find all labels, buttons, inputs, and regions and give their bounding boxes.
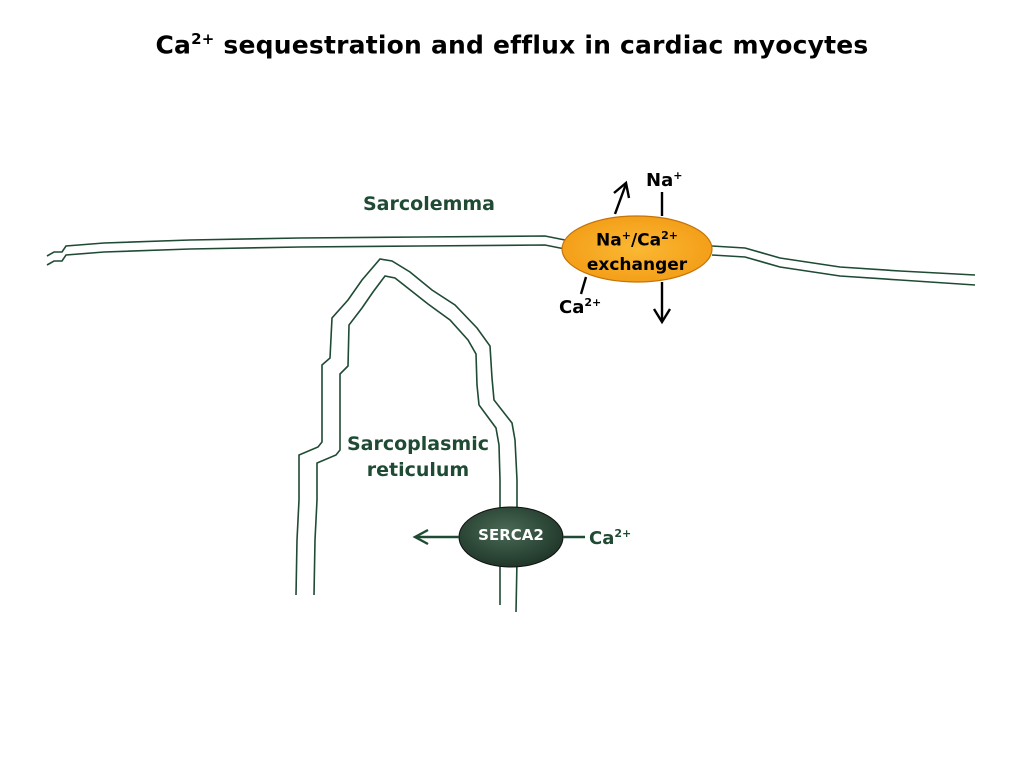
na-influx-arrow (652, 282, 672, 325)
na-ion-label: Na+ (646, 169, 683, 191)
sarcolemma-membrane (46, 235, 976, 286)
ca-efflux-line-bottom (579, 276, 588, 295)
exchanger-label-line2: exchanger (586, 254, 688, 275)
title-rest: sequestration and efflux in cardiac myoc… (214, 30, 869, 60)
sarcoplasmic-reticulum-membrane (295, 258, 518, 613)
sarcolemma-inner-line (46, 244, 976, 286)
sarcoplasmic-label-line1: Sarcoplasmic (346, 433, 489, 455)
page-title: Ca2+ sequestration and efflux in cardiac… (0, 30, 1024, 59)
title-ca-charge: 2+ (191, 30, 215, 48)
sarcolemma-label: Sarcolemma (363, 193, 496, 215)
sarcoplasmic-reticulum-label: Sarcoplasmic reticulum (340, 431, 496, 483)
serca2-label: SERCA2 (478, 526, 544, 544)
title-ca: Ca (155, 30, 192, 60)
ca-ion-label-exchanger: Ca2+ (559, 296, 602, 318)
exchanger-label-line1: Na+/Ca2+ (596, 229, 678, 251)
ca-efflux-arrow (613, 180, 631, 215)
sarcolemma-outer-line (46, 235, 976, 276)
sr-outer-line (295, 258, 518, 613)
ca-ion-label-serca: Ca2+ (589, 527, 632, 549)
sr-inner-line (313, 275, 501, 605)
na-ca-exchanger (561, 215, 713, 283)
exchanger-label: Na+/Ca2+ exchanger (562, 224, 712, 277)
serca-uptake-arrow (412, 528, 459, 546)
sarcoplasmic-label-line2: reticulum (366, 459, 470, 481)
